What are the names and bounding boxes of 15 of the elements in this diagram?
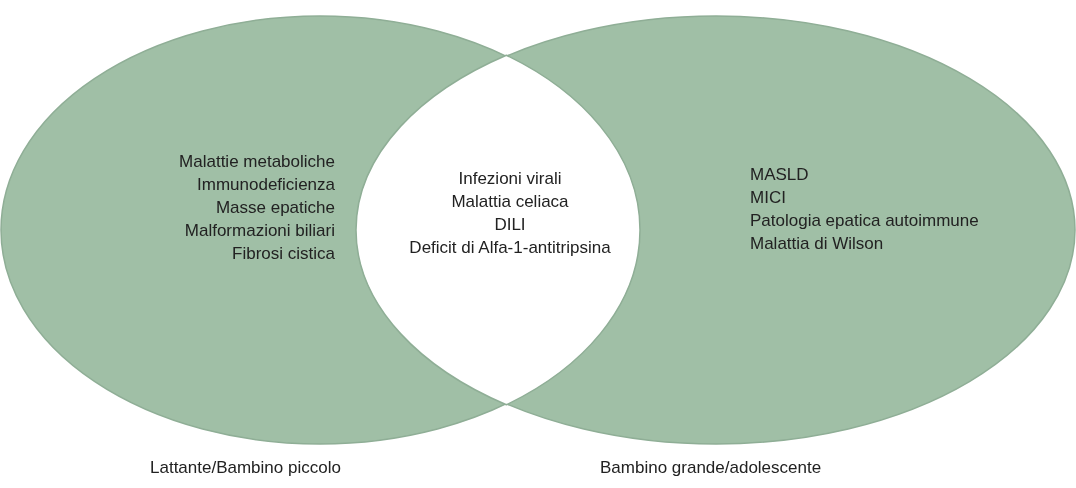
condition-label: Malattia celiaca <box>451 191 569 213</box>
condition-label: Fibrosi cistica <box>232 243 335 265</box>
condition-label: MASLD <box>750 164 809 186</box>
condition-label: Malattia di Wilson <box>750 233 884 255</box>
condition-label: Immunodeficienza <box>197 174 335 196</box>
condition-label: Infezioni virali <box>458 168 562 190</box>
condition-label: MICI <box>750 187 786 209</box>
age-group-caption: Lattante/Bambino piccolo <box>150 458 341 478</box>
condition-label: Deficit di Alfa-1-antitripsina <box>409 237 611 259</box>
condition-label: Malattie metaboliche <box>179 151 335 173</box>
age-group-caption: Bambino grande/adolescente <box>600 458 822 478</box>
condition-label: DILI <box>494 214 526 236</box>
condition-label: Patologia epatica autoimmune <box>750 210 979 232</box>
condition-label: Malformazioni biliari <box>184 220 335 242</box>
condition-label: Masse epatiche <box>215 197 335 219</box>
